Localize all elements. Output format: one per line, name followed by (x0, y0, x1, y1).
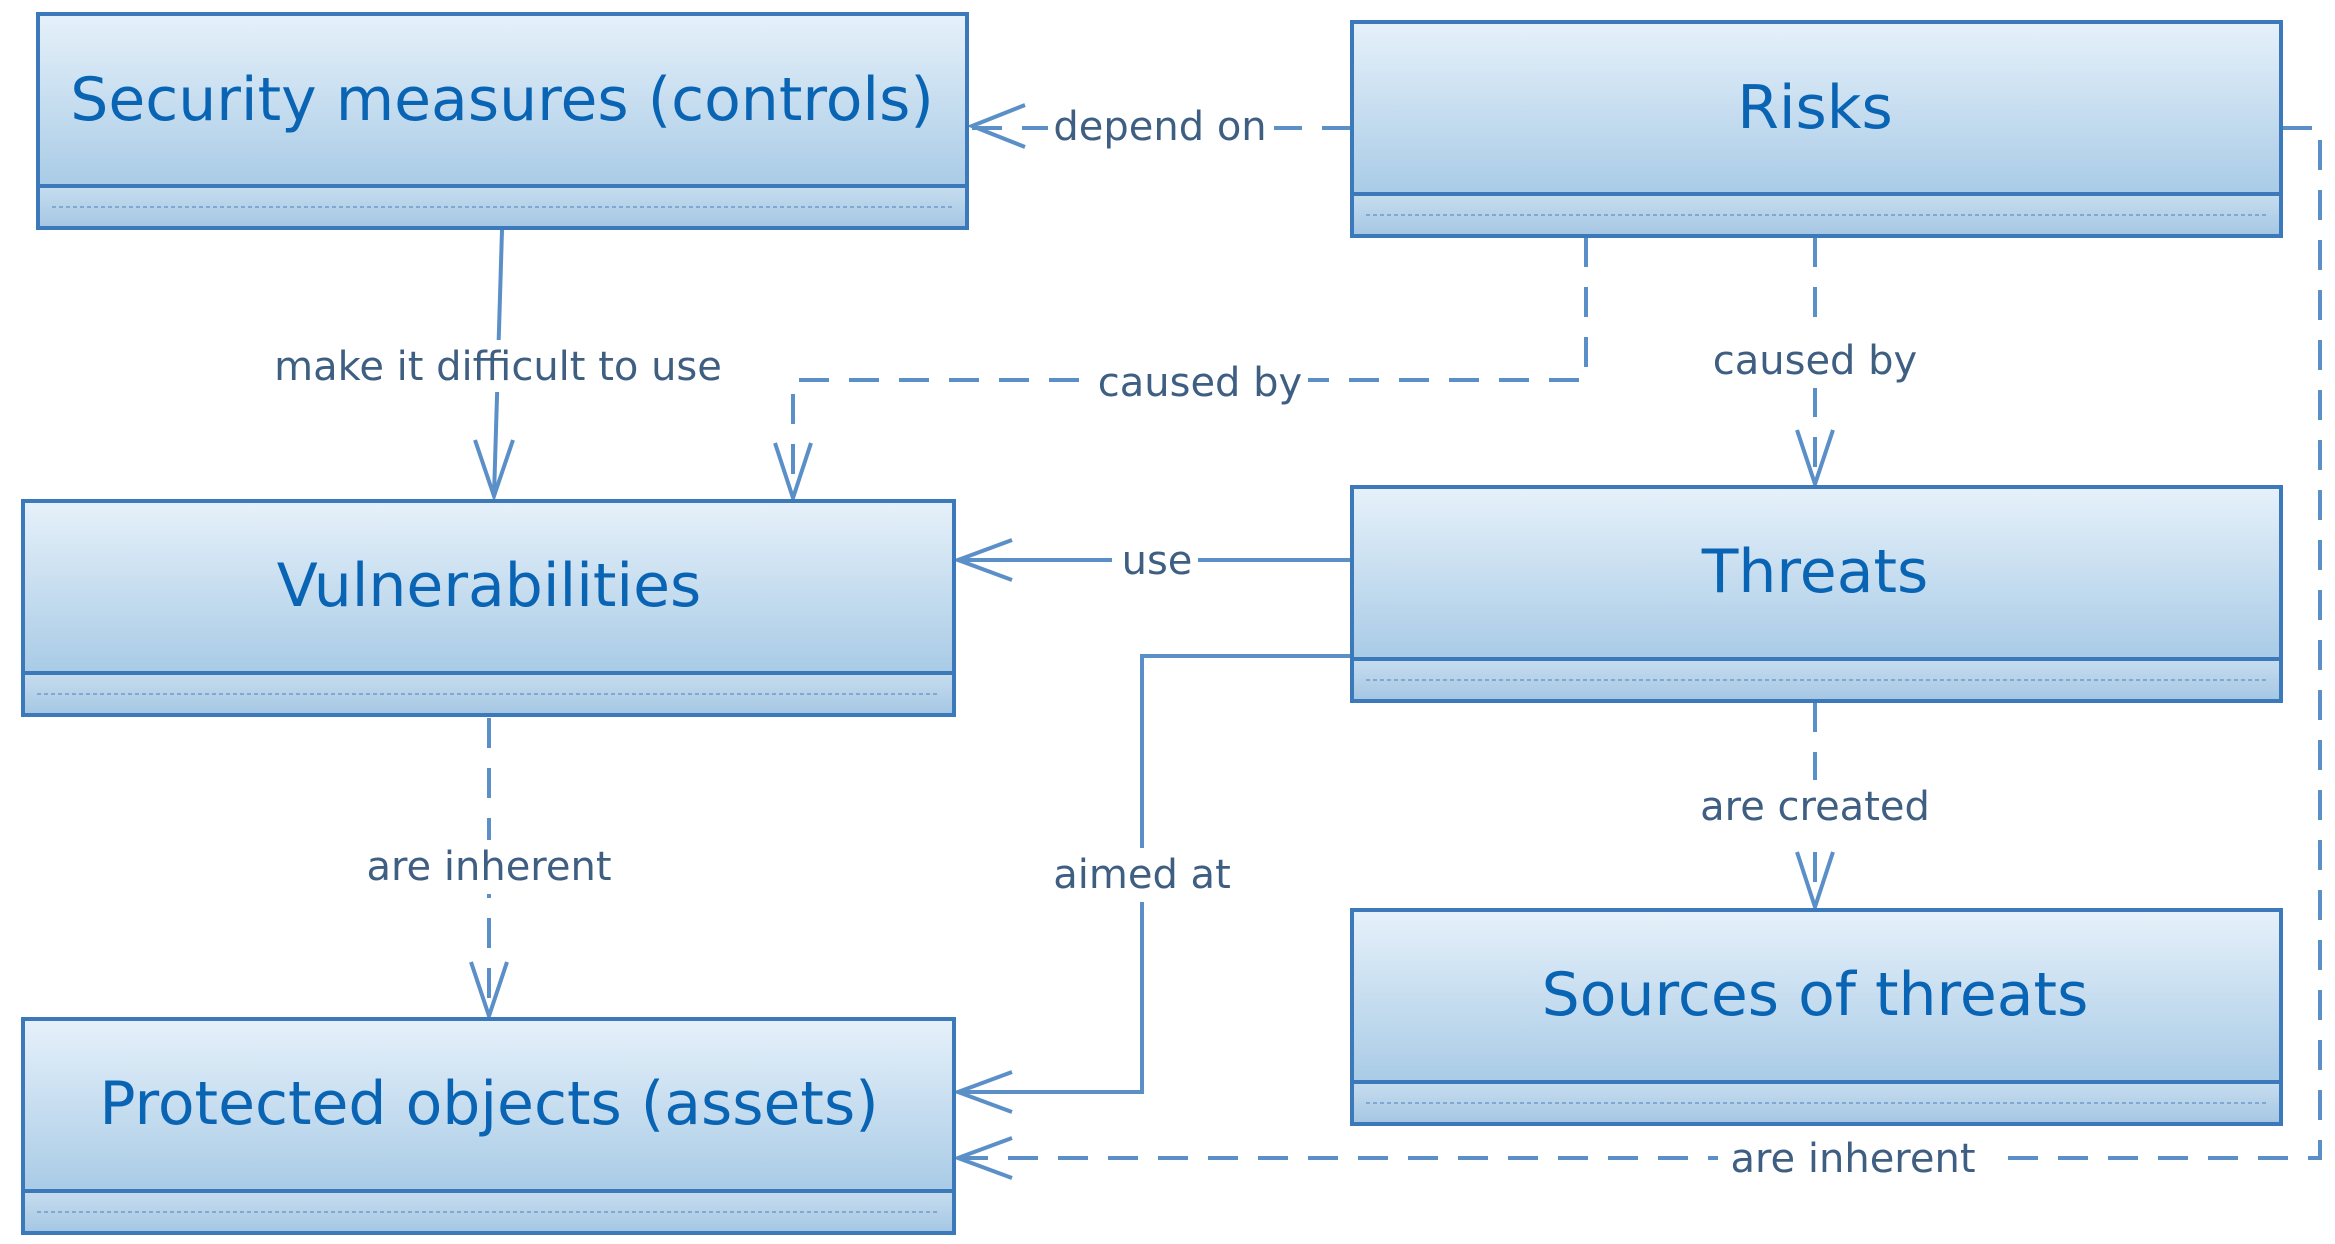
edge-depend-on: depend on (966, 100, 1352, 155)
node-title-vulnerabilities: Vulnerabilities (277, 551, 702, 621)
edge-label-depend-on: depend on (1053, 104, 1266, 150)
edge-label-are-inherent-vulnerabilities: are inherent (366, 844, 611, 890)
edge-label-use: use (1122, 538, 1193, 584)
edge-are-inherent-risks: are inherent (952, 126, 2322, 1186)
edge-caused-by-threats: caused by (1706, 237, 1924, 491)
node-title-sources-of-threats: Sources of threats (1542, 960, 2089, 1030)
node-protected-objects: Protected objects (assets) (21, 1017, 956, 1235)
edge-caused-by-vulnerabilities: caused by (773, 237, 1588, 505)
edge-label-caused-by-threats: caused by (1713, 338, 1917, 384)
node-risks: Risks (1350, 20, 2283, 238)
edge-label-are-created: are created (1700, 784, 1930, 830)
edge-use: use (952, 534, 1352, 586)
edge-aimed-at: aimed at (952, 654, 1352, 1114)
node-security-measures: Security measures (controls) (36, 12, 969, 230)
node-vulnerabilities: Vulnerabilities (21, 499, 956, 717)
node-title-risks: Risks (1737, 73, 1893, 143)
edge-label-are-inherent-risks: are inherent (1730, 1136, 1975, 1182)
node-sources-of-threats: Sources of threats (1350, 908, 2283, 1126)
edge-make-difficult: make it difficult to use (266, 229, 730, 503)
edge-label-caused-by-vulnerabilities: caused by (1098, 360, 1302, 406)
edge-label-make-difficult: make it difficult to use (274, 344, 722, 390)
edge-are-created: are created (1690, 702, 1940, 914)
node-title-protected-objects: Protected objects (assets) (99, 1069, 878, 1139)
node-title-security-measures: Security measures (controls) (70, 65, 934, 135)
edge-are-inherent-vulnerabilities: are inherent (354, 718, 624, 1023)
node-title-threats: Threats (1701, 537, 1929, 607)
node-threats: Threats (1350, 485, 2283, 703)
edge-label-aimed-at: aimed at (1053, 852, 1231, 898)
